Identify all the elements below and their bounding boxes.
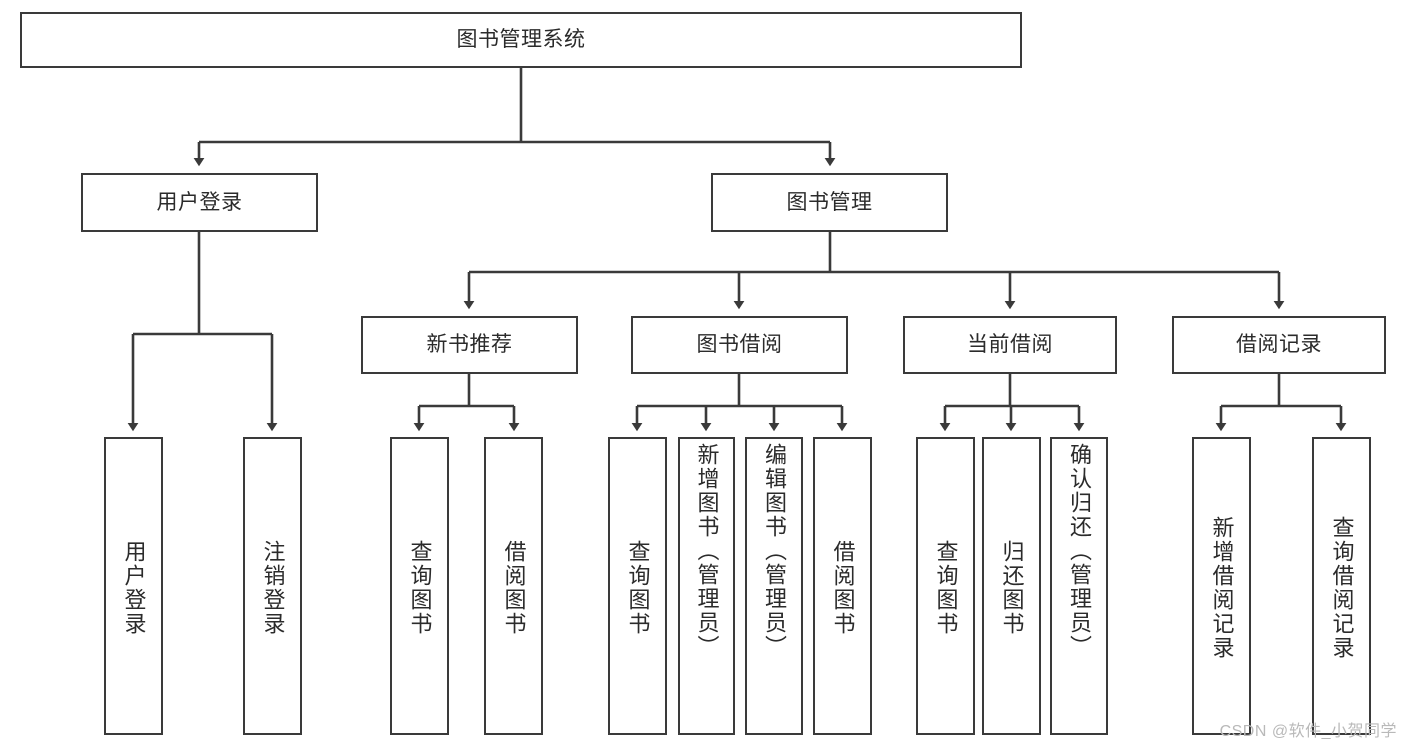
node-label-leaf-confirm-return-admin: 确认归还（管理员） — [1067, 443, 1092, 659]
node-label-leaf-query-book-current: 查询图书 — [933, 540, 959, 636]
node-root-system[interactable]: 图书管理系统 — [20, 12, 1022, 68]
node-label-book-borrow: 图书借阅 — [696, 333, 783, 357]
csdn-watermark: CSDN @软件_小贺同学 — [1219, 723, 1397, 740]
node-label-leaf-user-logout: 注销登录 — [260, 540, 286, 636]
node-new-book-recommend[interactable]: 新书推荐 — [361, 316, 578, 374]
node-label-current-borrow: 当前借阅 — [967, 333, 1053, 357]
node-leaf-add-borrow-record[interactable]: 新增借阅记录 — [1192, 437, 1251, 735]
node-leaf-borrow-book-recommend[interactable]: 借阅图书 — [484, 437, 543, 735]
node-label-leaf-query-borrow-record: 查询借阅记录 — [1329, 516, 1355, 660]
node-leaf-query-book-recommend[interactable]: 查询图书 — [390, 437, 449, 735]
node-label-leaf-borrow-book-recommend: 借阅图书 — [501, 540, 527, 636]
node-label-borrow-record: 借阅记录 — [1236, 333, 1322, 357]
node-label-leaf-borrow-book-borrow: 借阅图书 — [830, 540, 856, 636]
node-label-leaf-return-book: 归还图书 — [999, 540, 1025, 636]
node-leaf-user-login[interactable]: 用户登录 — [104, 437, 163, 735]
node-book-manage[interactable]: 图书管理 — [711, 173, 948, 232]
node-book-borrow[interactable]: 图书借阅 — [631, 316, 848, 374]
node-user-login[interactable]: 用户登录 — [81, 173, 318, 232]
node-leaf-borrow-book-borrow[interactable]: 借阅图书 — [813, 437, 872, 735]
node-label-leaf-query-book-recommend: 查询图书 — [407, 540, 433, 636]
node-leaf-edit-book-admin[interactable]: 编辑图书（管理员） — [745, 437, 803, 735]
node-label-user-login: 用户登录 — [156, 190, 243, 214]
node-label-leaf-query-book-borrow: 查询图书 — [625, 540, 651, 636]
node-leaf-confirm-return-admin[interactable]: 确认归还（管理员） — [1050, 437, 1108, 735]
node-label-leaf-add-borrow-record: 新增借阅记录 — [1209, 516, 1235, 660]
node-label-root: 图书管理系统 — [456, 28, 586, 52]
node-leaf-user-logout[interactable]: 注销登录 — [243, 437, 302, 735]
node-leaf-query-borrow-record[interactable]: 查询借阅记录 — [1312, 437, 1371, 735]
node-label-leaf-user-login: 用户登录 — [121, 540, 147, 636]
node-label-book-manage: 图书管理 — [786, 190, 873, 214]
node-leaf-query-book-current[interactable]: 查询图书 — [916, 437, 975, 735]
node-borrow-record[interactable]: 借阅记录 — [1172, 316, 1386, 374]
node-leaf-query-book-borrow[interactable]: 查询图书 — [608, 437, 667, 735]
node-label-leaf-edit-book-admin: 编辑图书（管理员） — [762, 443, 787, 659]
node-label-new-book-recommend: 新书推荐 — [426, 333, 513, 357]
node-label-leaf-add-book-admin: 新增图书（管理员） — [694, 443, 720, 659]
node-leaf-return-book[interactable]: 归还图书 — [982, 437, 1041, 735]
node-current-borrow[interactable]: 当前借阅 — [903, 316, 1117, 374]
node-leaf-add-book-admin[interactable]: 新增图书（管理员） — [678, 437, 735, 735]
